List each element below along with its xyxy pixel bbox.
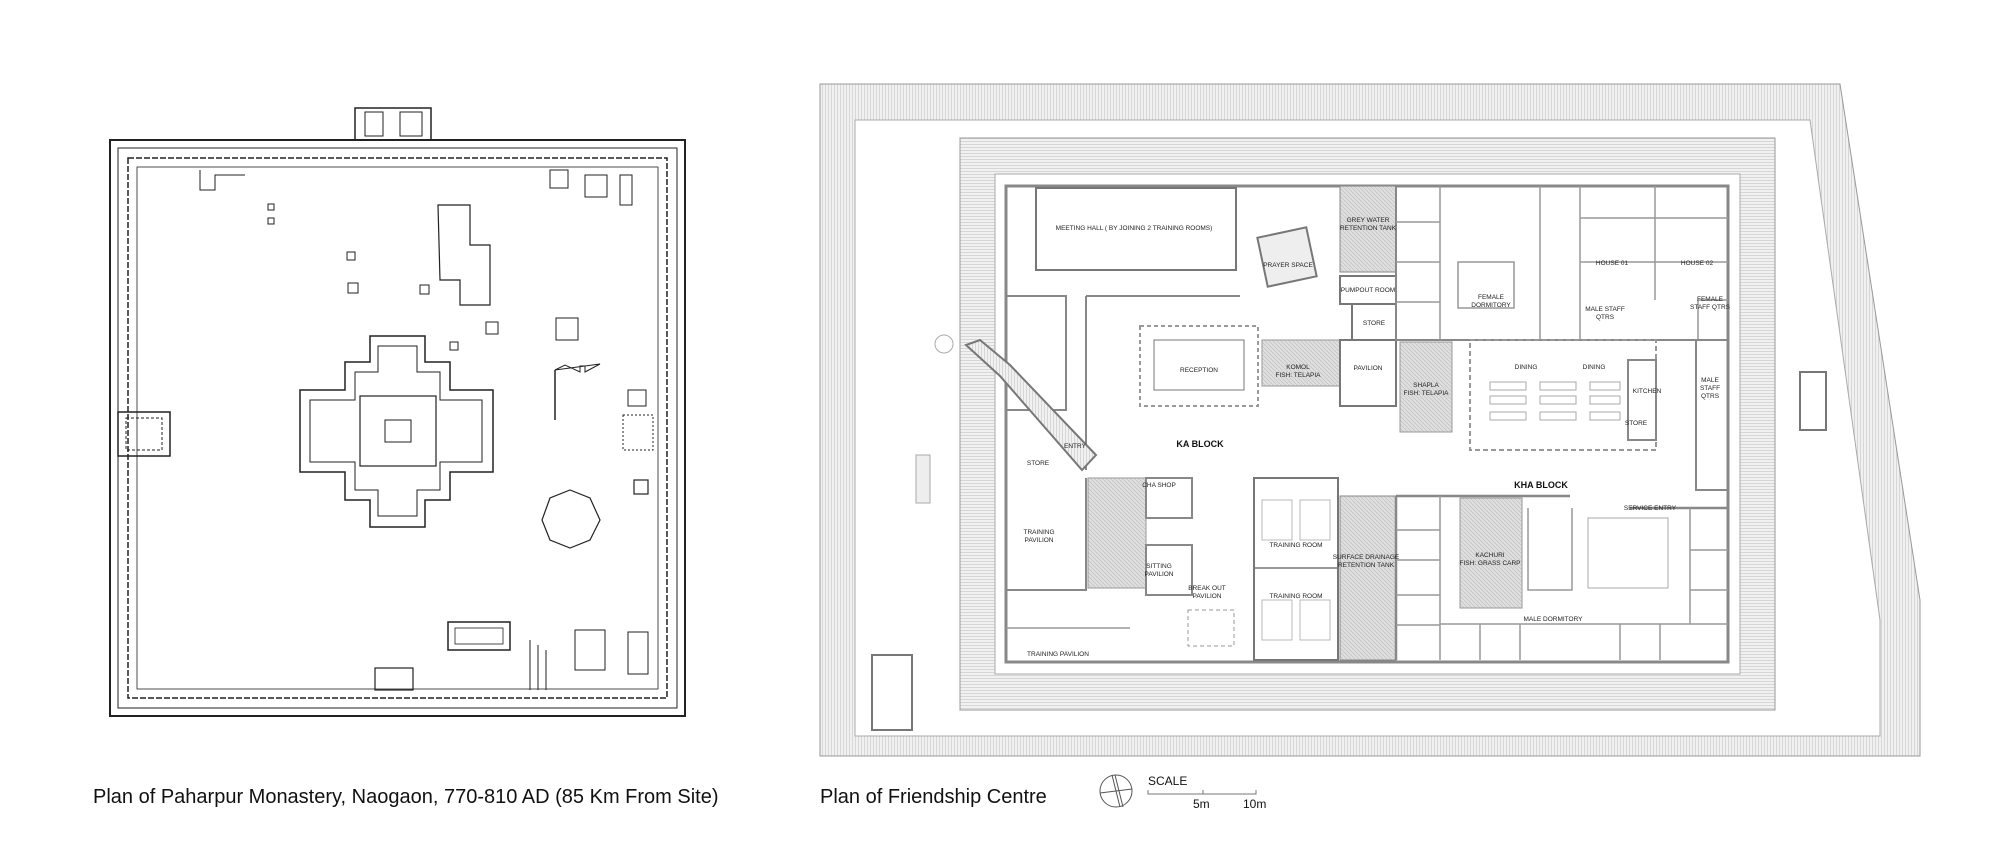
label-house-02: HOUSE 02 [1681,260,1714,267]
label-store: STORE [1363,320,1386,327]
label-shapla-fish: FISH: TELAPIA [1403,390,1449,397]
label-male-staff-qtrs: MALE STAFF [1585,306,1625,313]
label-breakout-2: PAVILION [1192,593,1221,600]
label-male-staff-3: QTRS [1701,393,1720,400]
label-komol: KOMOL [1286,364,1310,371]
label-ka-block: KA BLOCK [1176,439,1224,449]
paharpur-plan [109,107,686,717]
temple-cross [299,335,494,528]
caption-friendship-centre: Plan of Friendship Centre [820,786,1047,808]
label-komol-fish: FISH: TELAPIA [1275,372,1321,379]
caption-paharpur: Plan of Paharpur Monastery, Naogaon, 770… [93,786,719,808]
label-male-staff-qtrs-2: QTRS [1596,314,1615,321]
label-training-pavilion-bottom: TRAINING PAVILION [1027,651,1089,658]
label-pumpout-room: PUMPOUT ROOM [1341,287,1395,294]
label-prayer-space: PRAYER SPACE [1263,262,1313,269]
label-sitting-pavilion-2: PAVILION [1144,571,1173,578]
label-pavilion: PAVILION [1353,365,1382,372]
label-male-staff-2: STAFF [1700,385,1720,392]
label-male-staff: MALE [1701,377,1719,384]
label-kachuri-fish: FISH: GRASS CARP [1459,560,1520,567]
scale-tick-5m: 5m [1193,797,1210,811]
label-sitting-pavilion: SITTING [1146,563,1172,570]
label-training-pavilion-2: PAVILION [1024,537,1053,544]
label-training-room-1: TRAINING ROOM [1269,542,1322,549]
label-shapla: SHAPLA [1413,382,1439,389]
label-reception: RECEPTION [1180,367,1218,374]
label-kitchen: KITCHEN [1633,388,1662,395]
scale-bar [1147,790,1257,795]
room-labels: MEETING HALL ( BY JOINING 2 TRAINING ROO… [1023,217,1730,658]
scale-title: SCALE [1148,774,1188,788]
label-house-01: HOUSE 01 [1596,260,1629,267]
label-female-staff-2: STAFF QTRS [1690,304,1731,311]
label-training-pavilion: TRAINING [1023,529,1054,536]
label-meeting-hall: MEETING HALL ( BY JOINING 2 TRAINING ROO… [1056,225,1213,232]
north-arrow-icon [1099,774,1133,808]
scale-tick-10m: 10m [1243,797,1267,811]
friendship-centre-plan [819,83,1921,757]
label-dining-2: DINING [1583,364,1606,371]
label-kitchen-store: STORE [1625,420,1648,427]
label-male-dorm: MALE DORMITORY [1524,616,1584,623]
label-grey-water-tank: RETENTION TANK [1340,225,1397,232]
label-kachuri: KACHURI [1475,552,1504,559]
label-female-staff: FEMALE [1697,296,1724,303]
label-breakout: BREAK OUT [1188,585,1226,592]
label-kha-block: KHA BLOCK [1514,480,1568,490]
label-surface-drainage: SURFACE DRAINAGE [1333,554,1400,561]
label-training-room-2: TRAINING ROOM [1269,593,1322,600]
label-service-entry: SERVICE ENTRY [1624,505,1677,512]
label-cha-shop: CHA SHOP [1142,482,1176,489]
label-surface-drainage-2: RETENTION TANK [1338,562,1395,569]
label-female-dorm-2: DORMITORY [1471,302,1511,309]
label-grey-water: GREY WATER [1347,217,1390,224]
label-store-left: STORE [1027,460,1050,467]
label-entry: ENTRY [1064,443,1087,450]
label-female-dorm: FEMALE [1478,294,1505,301]
label-dining-1: DINING [1515,364,1538,371]
